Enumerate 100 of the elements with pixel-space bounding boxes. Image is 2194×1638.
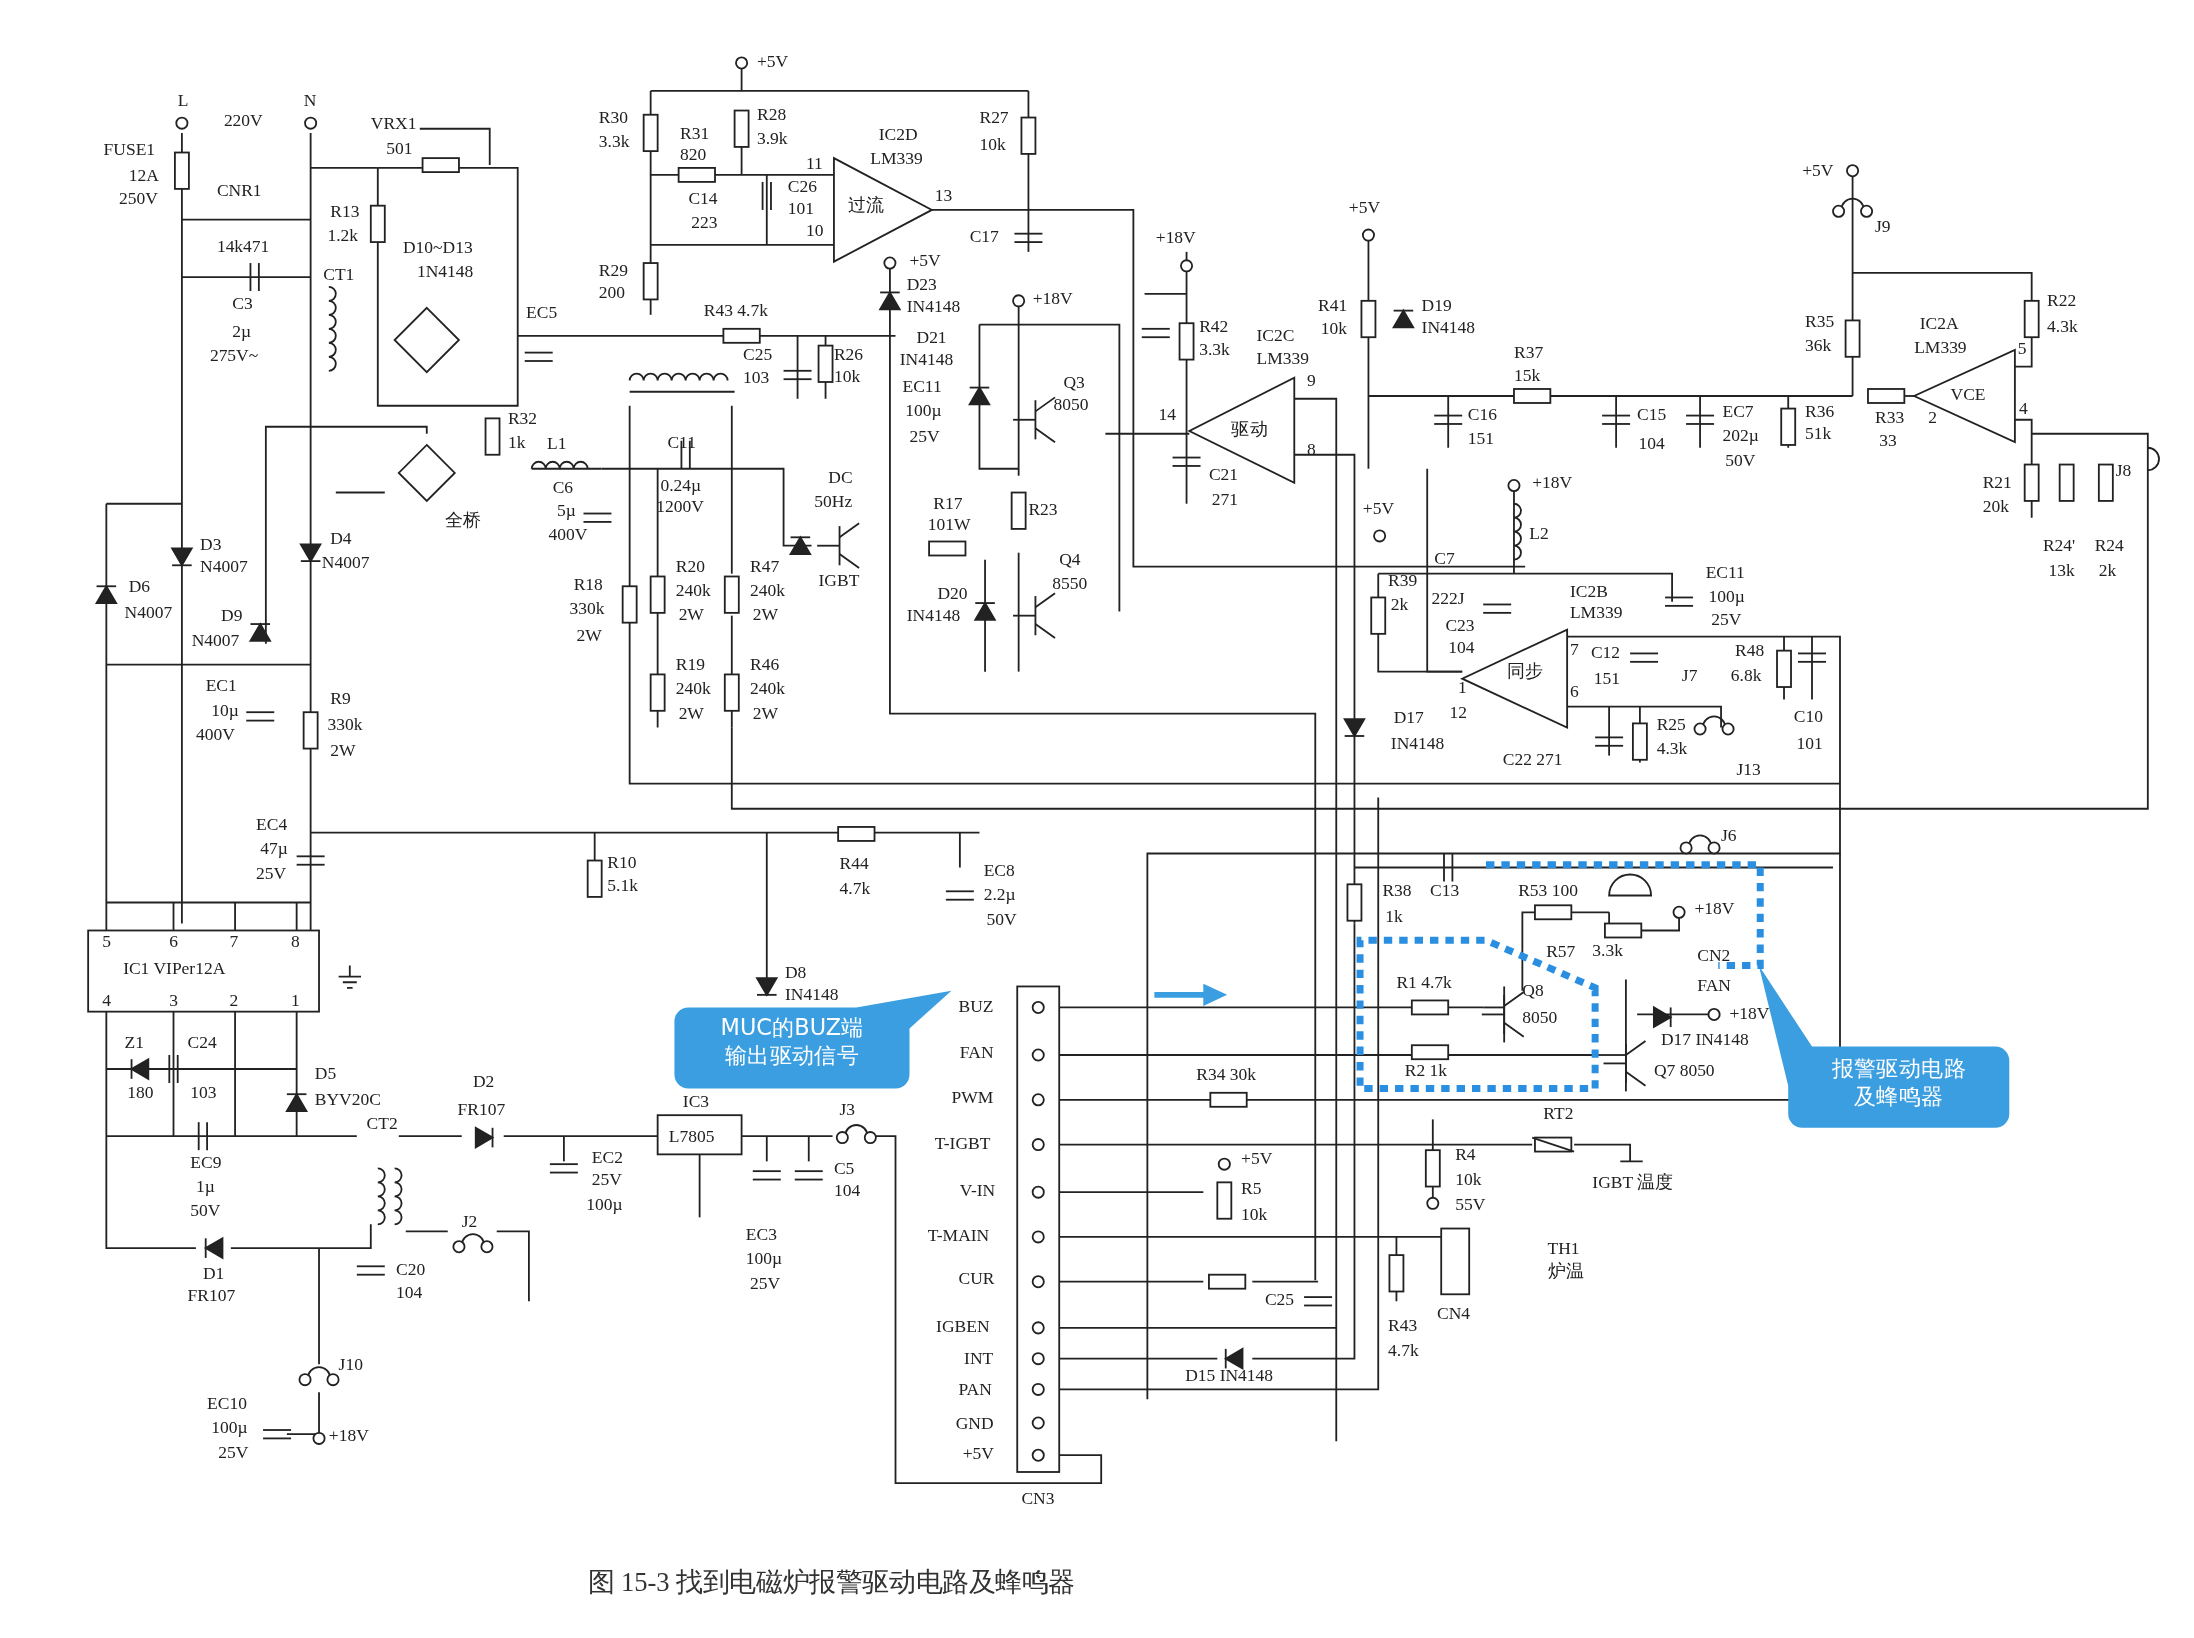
callout-text: 报警驱动电路及蜂鸣器 <box>1830 1055 1967 1111</box>
component-label: BUZ <box>958 997 994 1017</box>
component-label: 50Hz <box>814 492 853 512</box>
component-label: 10k <box>1241 1206 1268 1226</box>
component-label: R47 <box>750 558 780 578</box>
component-label: 7 <box>229 933 239 953</box>
component-label: 8550 <box>1052 575 1088 595</box>
component-label: 100µ <box>211 1418 248 1439</box>
component-label: VCE <box>1950 386 1986 406</box>
component-label: D20 <box>937 584 968 605</box>
component-label: D4 <box>330 530 352 550</box>
component-label: R30 <box>598 109 629 129</box>
component-label: 5µ <box>556 502 576 522</box>
component-label: 全桥 <box>444 512 482 532</box>
component-label: 10k <box>1455 1171 1482 1191</box>
component-label: D17 IN4148 <box>1660 1031 1749 1051</box>
component-label: 4.3k <box>1656 740 1688 760</box>
component-label: 50V <box>986 910 1017 931</box>
component-label: 25V <box>909 428 940 448</box>
component-label: LM339 <box>1914 338 1967 358</box>
component-label: 5 <box>102 933 111 953</box>
component-label: 222J <box>1431 590 1465 610</box>
component-label: R17 <box>933 495 963 515</box>
component-label: R53 100 <box>1518 881 1578 901</box>
component-label: EC7 <box>1722 403 1754 423</box>
component-label: C20 <box>396 1260 426 1280</box>
component-label: PAN <box>958 1381 992 1401</box>
component-label: GND <box>955 1414 994 1434</box>
component-label: 104 <box>396 1284 423 1304</box>
component-label: 13k <box>2048 562 2075 582</box>
component-label: CN3 <box>1021 1490 1055 1510</box>
component-label: 2W <box>678 705 704 725</box>
component-label: 同步 <box>1506 663 1544 683</box>
component-label: R21 <box>1982 474 2012 494</box>
component-label: 13 <box>934 187 953 207</box>
component-label: D6 <box>128 577 151 598</box>
component-label: C12 <box>1590 643 1621 663</box>
component-label: 2W <box>678 605 704 626</box>
component-label: IC2B <box>1569 583 1608 603</box>
component-label: R19 <box>675 656 705 676</box>
component-label: D21 <box>916 328 947 349</box>
component-label: C7 <box>1434 549 1455 570</box>
component-label: 1200V <box>656 498 704 518</box>
component-label: 104 <box>1638 435 1665 455</box>
component-label: IN4148 <box>899 351 954 371</box>
component-label: +5V <box>757 53 789 73</box>
component-label: C17 <box>969 228 999 248</box>
component-label: FR107 <box>187 1287 236 1307</box>
component-label: 4.7k <box>1388 1341 1419 1362</box>
component-label: L <box>177 92 189 112</box>
component-label: CT2 <box>366 1115 398 1135</box>
component-label: FAN <box>959 1043 994 1064</box>
component-label: DC <box>828 468 853 488</box>
component-label: INT <box>964 1350 994 1370</box>
component-label: LM339 <box>870 149 923 169</box>
component-label: D8 <box>784 964 807 984</box>
component-label: R36 <box>1805 403 1835 423</box>
component-label: 200 <box>598 284 626 304</box>
component-label: 2 <box>229 992 239 1012</box>
component-label: EC11 <box>902 377 942 398</box>
component-label: 4 <box>102 992 111 1012</box>
component-label: 12 <box>1449 703 1468 724</box>
component-label: 240k <box>750 680 785 700</box>
component-label: J6 <box>1721 826 1737 847</box>
component-label: 103 <box>743 369 770 389</box>
component-label: 3.3k <box>598 132 630 153</box>
component-label: Z1 <box>124 1034 144 1054</box>
component-label: R2 1k <box>1404 1062 1448 1082</box>
component-label: D17 <box>1393 709 1424 729</box>
component-label: C26 <box>787 177 817 197</box>
component-label: 3.3k <box>1592 941 1623 961</box>
component-label: 2k <box>1390 596 1409 616</box>
component-label: EC9 <box>190 1154 222 1174</box>
component-label: C15 <box>1637 405 1667 425</box>
component-label: R5 <box>1241 1179 1262 1199</box>
component-label: 8050 <box>1522 1008 1558 1029</box>
component-label: 1.2k <box>327 226 359 246</box>
component-label: C10 <box>1793 708 1823 728</box>
component-label: 11 <box>805 155 823 175</box>
component-label: LM339 <box>1569 604 1623 624</box>
component-label: R42 <box>1199 317 1229 337</box>
component-label: FUSE1 <box>103 141 156 161</box>
component-label: J10 <box>338 1355 363 1376</box>
component-label: +5V <box>1362 499 1395 519</box>
component-label: 6 <box>169 933 179 953</box>
component-label: 2k <box>2098 562 2117 582</box>
component-label: 101 <box>1796 734 1823 754</box>
component-label: R25 <box>1656 716 1686 736</box>
component-label: FAN <box>1697 976 1731 996</box>
component-label: 104 <box>1448 639 1475 659</box>
component-label: 103 <box>190 1084 217 1104</box>
component-label: LM339 <box>1256 349 1309 370</box>
component-label: T-MAIN <box>927 1227 990 1247</box>
component-label: 炉温 <box>1547 1263 1584 1283</box>
component-label: EC3 <box>745 1225 777 1245</box>
component-label: D3 <box>200 535 222 556</box>
component-label: +5V <box>1802 162 1834 182</box>
component-label: 100µ <box>1708 587 1745 607</box>
component-label: Q8 <box>1522 982 1544 1002</box>
component-label: 驱动 <box>1231 421 1268 441</box>
